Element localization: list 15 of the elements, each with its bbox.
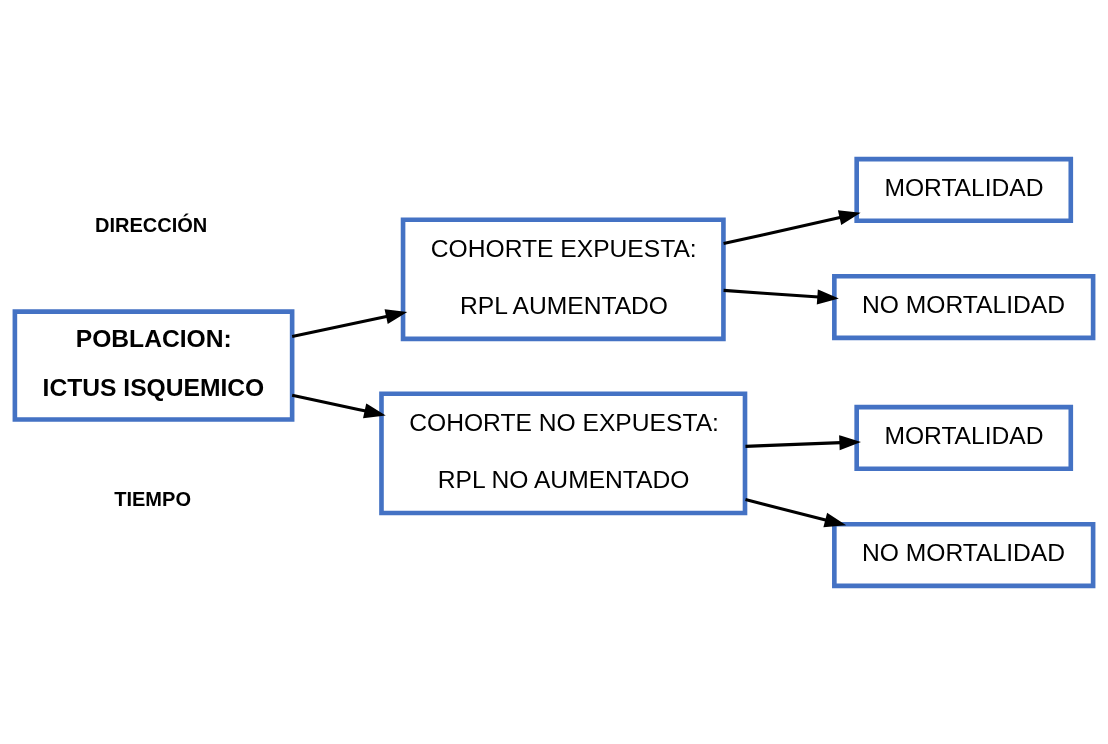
node-box: NO MORTALIDAD <box>832 521 1096 588</box>
arrow <box>745 434 861 450</box>
node-box: MORTALIDAD <box>854 156 1074 223</box>
node-box: POBLACION: ICTUS ISQUEMICO <box>12 308 295 422</box>
arrow <box>723 209 861 245</box>
label: TIEMPO <box>114 487 191 510</box>
arrow <box>723 288 839 304</box>
node-box: NO MORTALIDAD <box>832 273 1096 340</box>
label: DIRECCIÓN <box>94 213 208 236</box>
node-box: COHORTE NO EXPUESTA: RPL NO AUMENTADO <box>379 390 748 515</box>
arrow <box>291 308 408 338</box>
node-box: COHORTE EXPUESTA: RPL AUMENTADO <box>400 216 726 341</box>
arrow <box>291 393 386 418</box>
arrow <box>745 497 847 527</box>
node-box: MORTALIDAD <box>854 404 1074 471</box>
